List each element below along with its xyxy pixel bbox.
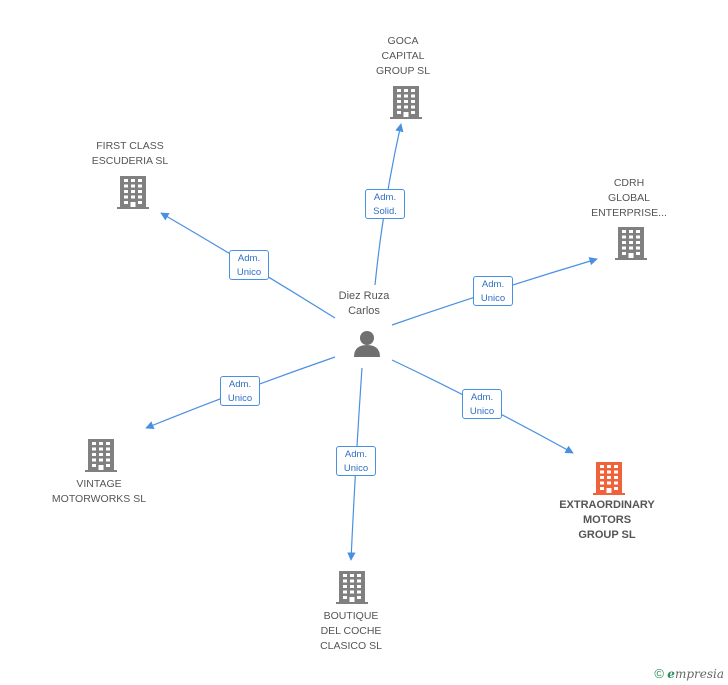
building-icon-vintage[interactable]: [85, 439, 117, 472]
brand-initial: e: [667, 667, 675, 681]
company-name-line: VINTAGE: [76, 478, 122, 490]
company-name-line: MOTORWORKS SL: [51, 493, 147, 505]
building-icon-firstclass[interactable]: [117, 176, 149, 209]
relation-tag-line: Solid.: [373, 206, 397, 217]
company-name-cdrh[interactable]: CDRH GLOBAL ENTERPRISE...: [574, 176, 684, 221]
building-icon-boutique[interactable]: [336, 571, 368, 604]
person-name-line-1: Diez Ruza: [338, 290, 390, 302]
relation-tag-line: Adm.: [470, 392, 494, 403]
relation-tag-line: Adm.: [237, 253, 261, 264]
company-name-line: GLOBAL: [607, 192, 651, 204]
relation-tag-line: Unico: [469, 406, 495, 417]
relation-tag-line: Unico: [480, 293, 506, 304]
company-name-goca[interactable]: GOCA CAPITAL GROUP SL: [348, 34, 458, 79]
company-name-line: BOUTIQUE: [323, 610, 379, 622]
building-icon-extraordinary[interactable]: [593, 462, 625, 495]
footer-brand: © empresia: [654, 666, 724, 681]
relation-tag-line: Adm.: [481, 279, 505, 290]
company-name-line: EXTRAORDINARY: [559, 499, 655, 511]
person-name[interactable]: Diez Ruza Carlos: [318, 289, 410, 319]
relation-tag-boutique[interactable]: Adm. Unico: [336, 446, 376, 476]
relation-tag-line: Unico: [343, 463, 369, 474]
company-name-boutique[interactable]: BOUTIQUE DEL COCHE CLASICO SL: [296, 609, 406, 654]
company-name-vintage[interactable]: VINTAGE MOTORWORKS SL: [39, 477, 159, 507]
company-name-line: GOCA: [387, 35, 419, 47]
building-icon-goca[interactable]: [390, 86, 422, 119]
relation-tag-extraordinary[interactable]: Adm. Unico: [462, 389, 502, 419]
copyright-icon: ©: [654, 666, 664, 681]
person-icon[interactable]: [354, 331, 380, 357]
company-name-line: FIRST CLASS: [96, 140, 164, 152]
company-name-line: CDRH: [613, 177, 645, 189]
building-icon-cdrh[interactable]: [615, 227, 647, 260]
relation-tag-line: Adm.: [373, 192, 397, 203]
relation-tag-vintage[interactable]: Adm. Unico: [220, 376, 260, 406]
company-name-line: CLASICO SL: [320, 640, 382, 652]
brand-logo[interactable]: empresia: [667, 667, 724, 681]
relation-tag-line: Adm.: [344, 449, 368, 460]
company-name-line: ENTERPRISE...: [591, 207, 667, 219]
company-name-line: DEL COCHE: [320, 625, 382, 637]
company-name-line: GROUP SL: [578, 529, 636, 541]
relation-tag-line: Unico: [227, 393, 253, 404]
relation-tag-line: Adm.: [228, 379, 252, 390]
company-name-line: MOTORS: [582, 514, 632, 526]
person-name-line-2: Carlos: [348, 305, 380, 317]
company-name-line: GROUP SL: [375, 65, 431, 77]
relation-tag-line: Unico: [236, 267, 262, 278]
company-name-firstclass[interactable]: FIRST CLASS ESCUDERIA SL: [75, 139, 185, 169]
relation-tag-firstclass[interactable]: Adm. Unico: [229, 250, 269, 280]
relation-tag-goca[interactable]: Adm. Solid.: [365, 189, 405, 219]
brand-name: mpresia: [674, 667, 724, 681]
company-name-line: CAPITAL: [381, 50, 425, 62]
relation-tag-cdrh[interactable]: Adm. Unico: [473, 276, 513, 306]
company-name-extraordinary[interactable]: EXTRAORDINARY MOTORS GROUP SL: [542, 498, 672, 543]
company-name-line: ESCUDERIA SL: [91, 155, 169, 167]
